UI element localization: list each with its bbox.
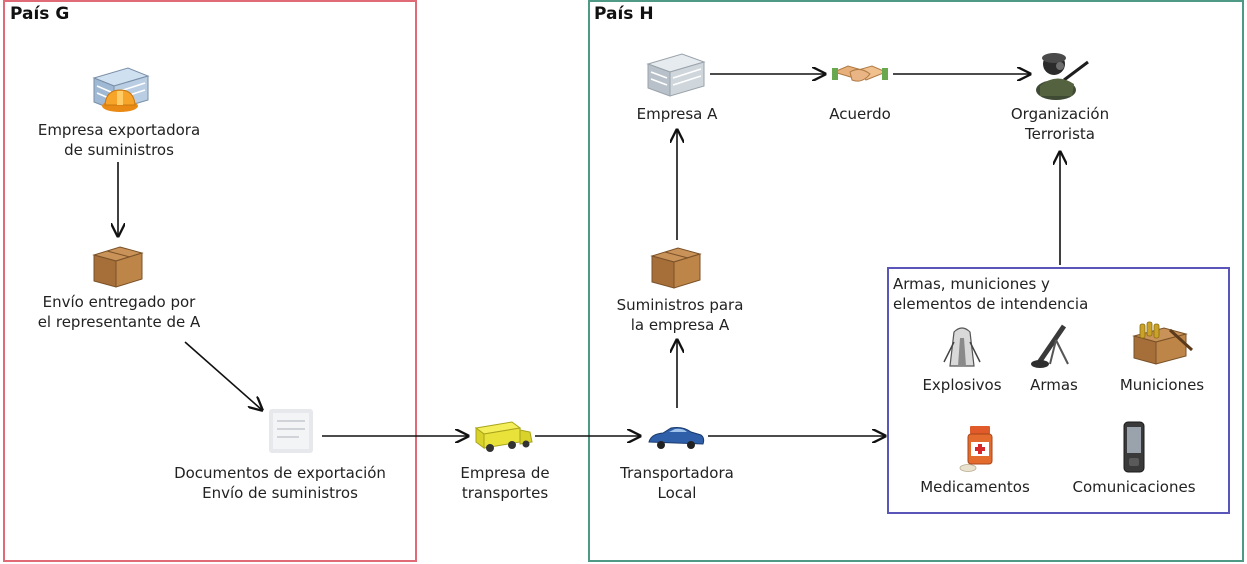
arrow-shipment-to-documents (184, 341, 262, 410)
supply-item-medicines-label: Medicamentos (920, 478, 1030, 496)
company-a-label: Empresa A (636, 105, 718, 123)
car-icon (648, 427, 705, 449)
medicine-icon (959, 426, 993, 472)
country-h-title: País H (594, 4, 654, 24)
box-icon (650, 247, 702, 289)
agreement-label: Acuerdo (829, 105, 891, 123)
country-h-region (588, 0, 1244, 562)
ammunition-icon (1132, 321, 1194, 365)
supply-item-ammunition-label: Municiones (1119, 376, 1205, 394)
document-icon (269, 409, 313, 453)
box-icon (92, 246, 144, 288)
country-g-title: País G (10, 4, 70, 24)
country-g-region (3, 0, 417, 562)
truck-icon (474, 421, 533, 452)
supply-item-communications-label: Comunicaciones (1072, 478, 1196, 496)
supplies-group-box (887, 267, 1230, 514)
supply-item-explosives-label: Explosivos (922, 376, 1002, 394)
soldier-icon (1036, 53, 1089, 100)
building-icon (92, 67, 150, 112)
phone-icon (1123, 421, 1145, 473)
handshake-icon (832, 65, 888, 82)
explosive-icon (943, 327, 981, 367)
mortar-icon (1031, 324, 1069, 368)
supply-item-weapons-label: Armas (1030, 376, 1078, 394)
building-icon (646, 53, 706, 97)
